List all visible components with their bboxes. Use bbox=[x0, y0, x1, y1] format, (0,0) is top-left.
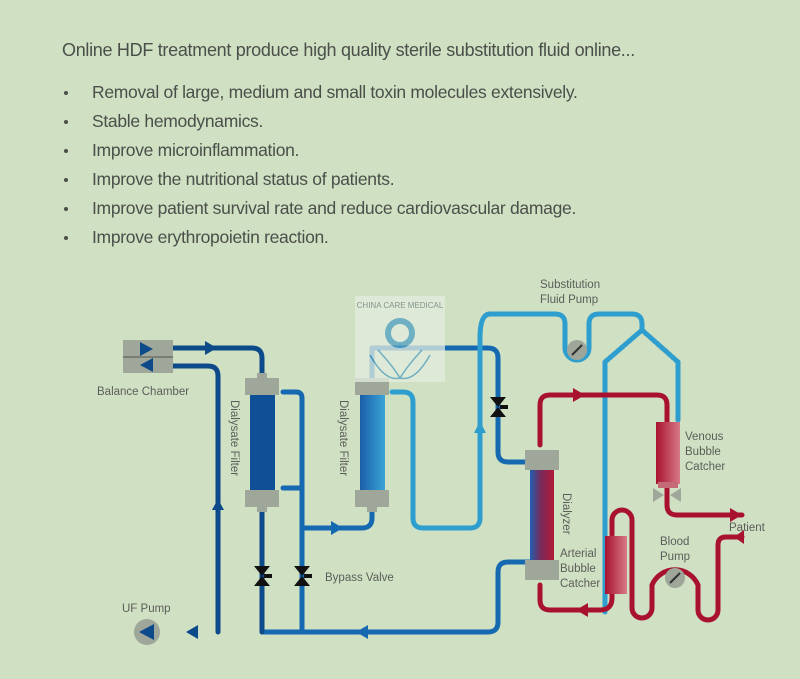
label-balance-chamber: Balance Chamber bbox=[97, 386, 189, 398]
label-fluid-pump: Fluid Pump bbox=[540, 294, 598, 306]
bullet-icon bbox=[64, 91, 68, 95]
arrow-icon bbox=[205, 341, 217, 355]
valve-icon bbox=[254, 566, 272, 586]
arterial-bubble-catcher bbox=[605, 536, 627, 594]
label-bypass-valve: Bypass Valve bbox=[325, 572, 394, 584]
flow-arrows bbox=[186, 341, 744, 639]
bypass-valve-icon bbox=[294, 566, 312, 586]
label-dialysate-filter-2: Dialysate Filter bbox=[337, 400, 349, 476]
benefit-item: Stable hemodynamics. bbox=[62, 107, 578, 136]
arrow-icon bbox=[331, 521, 343, 535]
blood-line-to-venous bbox=[537, 392, 670, 448]
benefit-item: Improve patient survival rate and reduce… bbox=[62, 194, 578, 223]
arrow-icon bbox=[730, 508, 742, 522]
dialyzer bbox=[525, 450, 559, 580]
benefit-list: Removal of large, medium and small toxin… bbox=[62, 78, 578, 252]
balance-chamber bbox=[123, 340, 173, 373]
label-arterial-catcher: Catcher bbox=[560, 578, 600, 590]
clamp-icon bbox=[670, 488, 681, 502]
blood-line-pump-loop bbox=[609, 507, 745, 623]
arrow-icon bbox=[573, 388, 585, 402]
label-venous: Venous bbox=[685, 431, 724, 443]
arrow-icon bbox=[576, 603, 588, 617]
label-arterial-bubble: Bubble bbox=[560, 563, 596, 575]
benefit-text: Improve microinflammation. bbox=[92, 140, 300, 160]
blood-line-to-patient bbox=[664, 485, 745, 518]
arrow-icon bbox=[734, 530, 744, 544]
benefit-text: Improve patient survival rate and reduce… bbox=[92, 198, 577, 218]
benefit-item: Improve erythropoietin reaction. bbox=[62, 223, 578, 252]
bullet-icon bbox=[64, 149, 68, 153]
benefit-text: Improve erythropoietin reaction. bbox=[92, 227, 329, 247]
label-venous-bubble: Bubble bbox=[685, 446, 721, 458]
uf-pump bbox=[134, 619, 160, 645]
substitution-fluid-pump bbox=[567, 340, 587, 360]
bullet-icon bbox=[64, 207, 68, 211]
benefit-text: Stable hemodynamics. bbox=[92, 111, 264, 131]
clamp-icon bbox=[653, 488, 664, 502]
benefit-item: Improve the nutritional status of patien… bbox=[62, 165, 578, 194]
watermark-logo: CHINA CARE MEDICAL bbox=[355, 296, 445, 382]
label-patient: Patient bbox=[729, 522, 766, 534]
label-blood-pump: Pump bbox=[660, 551, 690, 563]
arrow-icon bbox=[356, 625, 368, 639]
arrow-icon bbox=[474, 421, 486, 433]
fresh-dialysate-line bbox=[169, 345, 265, 381]
label-arterial: Arterial bbox=[560, 548, 596, 560]
arrow-icon bbox=[212, 499, 224, 510]
label-venous-catcher: Catcher bbox=[685, 461, 725, 473]
arrow-icon bbox=[186, 625, 198, 639]
watermark-text: CHINA CARE MEDICAL bbox=[357, 301, 444, 310]
label-dialyzer: Dialyzer bbox=[560, 493, 572, 535]
bullet-icon bbox=[64, 178, 68, 182]
venous-bubble-catcher bbox=[653, 422, 681, 502]
label-dialysate-filter-1: Dialysate Filter bbox=[228, 400, 240, 476]
benefit-text: Improve the nutritional status of patien… bbox=[92, 169, 395, 189]
benefit-text: Removal of large, medium and small toxin… bbox=[92, 82, 578, 102]
blood-line-from-dialyzer bbox=[537, 582, 615, 613]
bullet-icon bbox=[64, 236, 68, 240]
blood-pump bbox=[665, 568, 685, 588]
label-blood: Blood bbox=[660, 536, 689, 548]
bullet-icon bbox=[64, 120, 68, 124]
used-dialysate-line bbox=[169, 363, 221, 635]
benefit-item: Improve microinflammation. bbox=[62, 136, 578, 165]
intro-text: Online HDF treatment produce high qualit… bbox=[62, 40, 635, 60]
dialysate-filter-2 bbox=[355, 378, 389, 512]
label-substitution: Substitution bbox=[540, 279, 600, 291]
benefit-item: Removal of large, medium and small toxin… bbox=[62, 78, 578, 107]
valve-icon bbox=[490, 397, 508, 417]
label-uf-pump: UF Pump bbox=[122, 603, 171, 615]
dialysate-filter-1 bbox=[245, 373, 279, 512]
